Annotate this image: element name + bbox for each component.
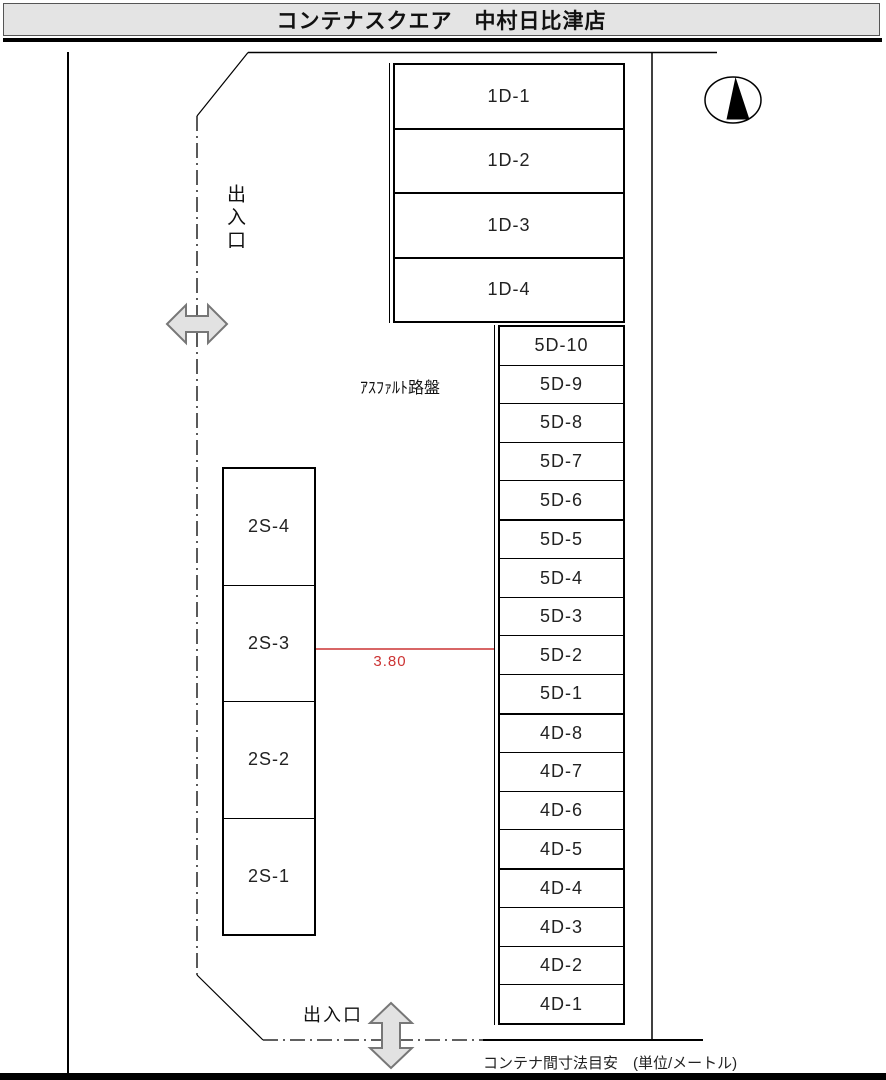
south-entrance-label: 出入口 — [303, 1005, 363, 1025]
unit-cell: 4D-6 — [500, 790, 623, 830]
unit-label: 4D-1 — [539, 993, 583, 1014]
block-2s: 2S-4 2S-3 2S-2 2S-1 — [222, 467, 316, 936]
unit-label: 5D-8 — [539, 412, 583, 433]
container-box-1d: 1D-2 — [393, 127, 625, 194]
title-divider — [3, 38, 882, 42]
unit-cell: 5D-3 — [500, 596, 623, 636]
container-box: 5D-10 5D-9 5D-8 5D-7 5D-6 — [498, 325, 625, 521]
north-arrow-icon — [704, 76, 762, 124]
unit-label: 5D-4 — [539, 567, 583, 588]
unit-cell: 1D-3 — [395, 194, 623, 257]
top-diagonal-boundary-line — [196, 52, 249, 117]
unit-label: 1D-4 — [487, 279, 531, 300]
unit-label: 1D-2 — [487, 150, 531, 171]
unit-cell: 4D-2 — [500, 945, 623, 985]
bottom-border-bar — [0, 1073, 886, 1080]
unit-cell: 2S-3 — [224, 584, 314, 701]
unit-cell: 5D-8 — [500, 403, 623, 442]
unit-cell: 5D-9 — [500, 364, 623, 404]
container-box: 4D-8 4D-7 4D-6 4D-5 — [498, 712, 625, 870]
unit-cell: 2S-4 — [224, 469, 314, 585]
unit-cell: 5D-2 — [500, 635, 623, 675]
unit-cell: 1D-1 — [395, 65, 623, 128]
container-box-1d: 1D-1 — [393, 63, 625, 130]
unit-label: 5D-1 — [539, 683, 583, 704]
unit-label: 5D-10 — [534, 335, 589, 356]
dimension-value-label: 3.80 — [373, 653, 407, 670]
unit-cell: 5D-10 — [500, 327, 623, 365]
footer-unit-note: コンテナ間寸法目安 (単位/メートル) — [483, 1055, 738, 1072]
unit-label: 5D-7 — [539, 450, 583, 471]
unit-cell: 5D-5 — [500, 520, 623, 559]
title-bar: コンテナスクエア 中村日比津店 — [3, 3, 880, 36]
container-box-1d: 1D-3 — [393, 192, 625, 259]
unit-cell: 2S-2 — [224, 701, 314, 818]
unit-cell: 2S-1 — [224, 817, 314, 934]
unit-label: 2S-1 — [247, 865, 291, 886]
block-1d: 1D-1 1D-2 1D-3 — [389, 63, 625, 323]
container-box-1d: 1D-4 — [393, 256, 625, 323]
unit-cell: 4D-7 — [500, 752, 623, 791]
unit-label: 4D-8 — [539, 722, 583, 743]
unit-cell: 5D-7 — [500, 441, 623, 481]
unit-label: 5D-3 — [539, 606, 583, 627]
unit-label: 2S-3 — [247, 632, 291, 653]
unit-cell: 1D-4 — [395, 258, 623, 321]
unit-label: 4D-4 — [539, 878, 583, 899]
bottom-diagonal-boundary-line — [196, 974, 264, 1041]
south-entrance-arrow-icon — [367, 1001, 415, 1070]
unit-label: 2S-2 — [247, 749, 291, 770]
page-title: コンテナスクエア 中村日比津店 — [276, 9, 607, 33]
unit-cell: 5D-6 — [500, 480, 623, 519]
unit-cell: 4D-3 — [500, 907, 623, 946]
unit-label: 1D-1 — [487, 85, 531, 106]
unit-cell: 4D-1 — [500, 984, 623, 1024]
unit-cell: 4D-5 — [500, 829, 623, 868]
west-entrance-arrow-icon — [165, 302, 229, 346]
unit-label: 1D-3 — [487, 214, 531, 235]
unit-cell: 5D-1 — [500, 674, 623, 713]
unit-cell: 1D-2 — [395, 129, 623, 192]
unit-label: 4D-7 — [539, 761, 583, 782]
asphalt-surface-label: ｱｽﾌｧﾙﾄ路盤 — [359, 380, 440, 397]
unit-cell: 5D-4 — [500, 558, 623, 597]
block-5d-4d: 5D-10 5D-9 5D-8 5D-7 5D-6 — [494, 325, 625, 1025]
container-box: 5D-5 5D-4 5D-3 5D-2 5D-1 — [498, 518, 625, 715]
unit-label: 4D-6 — [539, 799, 583, 820]
unit-label: 4D-3 — [539, 916, 583, 937]
unit-label: 5D-6 — [539, 489, 583, 510]
unit-label: 5D-2 — [539, 644, 583, 665]
unit-label: 2S-4 — [247, 516, 291, 537]
unit-label: 5D-9 — [539, 373, 583, 394]
unit-label: 4D-2 — [539, 955, 583, 976]
west-entrance-label: 出入口 — [224, 184, 245, 253]
unit-label: 4D-5 — [539, 838, 583, 859]
unit-label: 5D-5 — [539, 529, 583, 550]
unit-cell: 4D-4 — [500, 869, 623, 908]
container-box: 4D-4 4D-3 4D-2 4D-1 — [498, 867, 625, 1025]
unit-cell: 4D-8 — [500, 714, 623, 753]
